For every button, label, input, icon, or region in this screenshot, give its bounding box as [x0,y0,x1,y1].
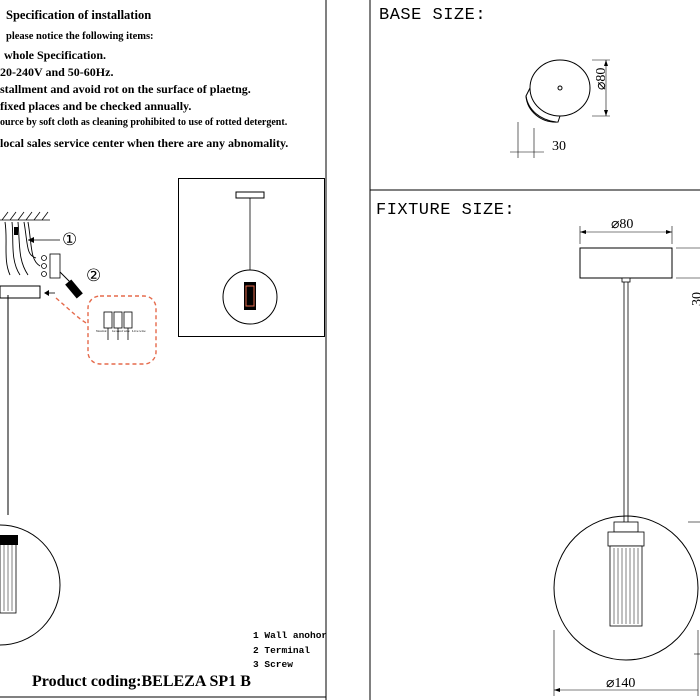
ceiling-hatch [0,211,50,221]
spec-line-7: local sales service center when there ar… [0,136,289,150]
left-pendant-figure [0,295,61,646]
spec-line-5: fixed places and be checked annually. [0,99,192,113]
step-1-marker: ① [62,230,78,249]
legend-item-2: 2 Terminal [253,645,311,656]
spec-line-2: whole Specification. [4,48,106,62]
fixture-size-drawing [553,226,700,696]
canopy-height-label: 30 [690,292,700,306]
base-height-label: 30 [552,139,566,154]
spec-line-4: stallment and avoid rot on the surface o… [0,82,251,96]
ground-label: Ground wire [112,329,130,333]
inset-pendant-box [178,178,325,337]
fixture-size-heading: FIXTURE SIZE: [376,201,516,220]
wiring-diagram [0,211,157,365]
live-label: Live wire [132,329,146,333]
base-diameter-label: ⌀80 [594,67,609,90]
product-coding: Product coding:BELEZA SP1 B [32,673,251,690]
globe-diameter-label: ⌀140 [606,676,636,691]
spec-line-1: please notice the following items: [6,31,154,42]
legend-item-3: 3 Screw [253,659,293,670]
spec-line-6: ource by soft cloth as cleaning prohibit… [0,117,288,128]
spec-line-3: 20-240V and 50-60Hz. [0,65,114,79]
base-size-heading: BASE SIZE: [379,6,487,25]
neutral-label: Neutral [96,329,107,333]
legend-item-1: 1 Wall anohor [253,630,328,641]
base-size-drawing [510,59,610,158]
spec-title: Specification of installation [6,8,152,22]
step-2-marker: ② [86,266,102,285]
canopy-diameter-label: ⌀80 [611,217,634,232]
